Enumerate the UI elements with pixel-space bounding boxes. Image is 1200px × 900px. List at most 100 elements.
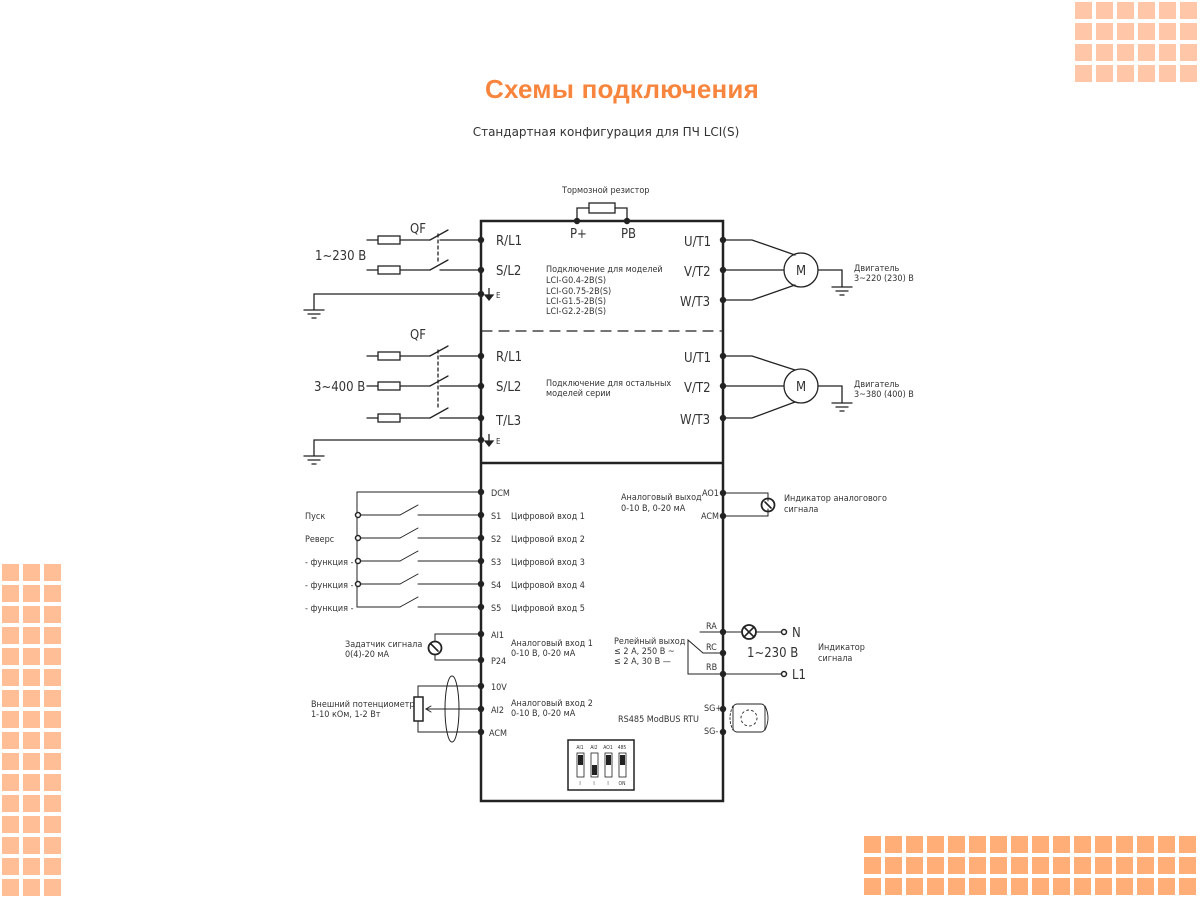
- decor-square: [2, 690, 19, 707]
- terminal-w-t3: W/T3: [680, 295, 710, 310]
- ai1-source-label: Задатчик сигнала: [345, 640, 422, 650]
- decor-square: [1074, 857, 1091, 874]
- decor-square: [1074, 878, 1091, 895]
- terminal-dot: [477, 236, 485, 244]
- terminal-sg-plus: SG+: [704, 704, 722, 714]
- dip-bottom-label: ON: [619, 781, 626, 787]
- decor-square: [23, 879, 40, 896]
- section1-motor-wiring: [722, 239, 853, 301]
- decor-square: [864, 878, 881, 895]
- decor-square: [44, 837, 61, 854]
- decor-square: [948, 878, 965, 895]
- neutral-label: N: [792, 626, 801, 641]
- decor-square: [927, 878, 944, 895]
- digital-input-desc: Цифровой вход 5: [511, 604, 585, 614]
- terminal-r-l1: R/L1: [496, 234, 522, 249]
- decor-square: [1158, 836, 1175, 853]
- ai2-desc: Аналоговый вход 2: [511, 699, 593, 709]
- terminal-dot: [477, 266, 485, 274]
- decor-square: [906, 857, 923, 874]
- decor-square: [23, 774, 40, 791]
- decor-square: [1137, 836, 1154, 853]
- decor-square: [1138, 2, 1155, 19]
- dip-bottom-label: I: [607, 781, 608, 787]
- decor-square: [1095, 878, 1112, 895]
- decor-square: [1117, 2, 1134, 19]
- model-item: LCI-G1.5-2B(S): [546, 297, 606, 307]
- terminal-dot: [477, 682, 485, 690]
- decor-square: [1137, 857, 1154, 874]
- terminal-acm: ACM: [701, 512, 719, 522]
- terminal-dot: [477, 580, 485, 588]
- decor-square: [2, 774, 19, 791]
- dip-label: AI1: [576, 745, 583, 751]
- terminal-ai1: AI1: [491, 631, 504, 641]
- terminal-w-t3: W/T3: [680, 413, 710, 428]
- ai1-desc: Аналоговый вход 1: [511, 639, 593, 649]
- decor-square: [23, 732, 40, 749]
- ai2-potentiometer: [413, 675, 482, 743]
- terminal-earth: E: [496, 291, 501, 300]
- models-title: Подключение для моделей: [546, 265, 663, 275]
- decor-square: [1075, 23, 1092, 40]
- decor-square: [1159, 65, 1176, 82]
- decor-square: [1180, 65, 1197, 82]
- dip-bottom-label: I: [579, 781, 580, 787]
- decor-square: [1180, 44, 1197, 61]
- decor-square: [44, 879, 61, 896]
- decor-square: [23, 606, 40, 623]
- decor-square: [44, 564, 61, 581]
- decor-square: [1179, 836, 1196, 853]
- decor-square: [23, 669, 40, 686]
- decor-square: [2, 837, 19, 854]
- decor-square: [44, 753, 61, 770]
- dip-switch-block: [567, 739, 635, 791]
- terminal-dot: [477, 705, 485, 713]
- inverter-box: [479, 219, 725, 803]
- terminal-pb: PB: [621, 227, 636, 242]
- motor-voltage-label: 3~380 (400) В: [854, 390, 914, 400]
- terminal-dot: [719, 382, 727, 390]
- decor-square: [948, 857, 965, 874]
- section1-power-wiring: [303, 229, 482, 319]
- motor-symbol: M: [796, 264, 806, 279]
- decor-square: [23, 837, 40, 854]
- relay-indicator-label: Индикатор: [818, 643, 865, 653]
- digital-input-function: - функция -: [305, 581, 354, 591]
- terminal-dot: [477, 557, 485, 565]
- terminal-s3: S3: [491, 558, 501, 568]
- terminal-dot: [719, 489, 727, 497]
- relay-output-wiring: [687, 624, 782, 675]
- decor-square: [1179, 857, 1196, 874]
- decor-square: [1138, 65, 1155, 82]
- decor-square: [885, 836, 902, 853]
- decor-square: [885, 857, 902, 874]
- digital-input-function: Пуск: [305, 512, 325, 522]
- decor-square: [1159, 23, 1176, 40]
- page-title: Схемы подключения: [485, 74, 759, 104]
- decor-square: [1095, 857, 1112, 874]
- earth-arrow-icon: [483, 288, 495, 302]
- terminal-s-l2: S/L2: [496, 264, 521, 279]
- terminal-dot: [719, 705, 727, 713]
- decor-square: [44, 627, 61, 644]
- terminal-dot: [573, 217, 581, 225]
- digital-input-nodes: [354, 511, 362, 588]
- section2-motor-wiring: [722, 355, 853, 419]
- terminal-dot: [477, 488, 485, 496]
- relay-ac-rating: ≤ 2 А, 250 В ~: [614, 647, 675, 657]
- terminal-dot: [719, 296, 727, 304]
- model-item: LCI-G0.75-2B(S): [546, 287, 611, 297]
- decor-square: [23, 816, 40, 833]
- terminal-v-t2: V/T2: [684, 265, 711, 280]
- decor-grid-bottom-right: [864, 836, 1196, 895]
- decor-square: [1137, 878, 1154, 895]
- digital-input-desc: Цифровой вход 3: [511, 558, 585, 568]
- terminal-acm: ACM: [489, 729, 507, 739]
- terminal-ai2: AI2: [491, 706, 504, 716]
- relay-voltage: 1~230 В: [747, 646, 798, 661]
- decor-square: [44, 774, 61, 791]
- terminal-ao1: AO1: [702, 489, 719, 499]
- decor-square: [23, 711, 40, 728]
